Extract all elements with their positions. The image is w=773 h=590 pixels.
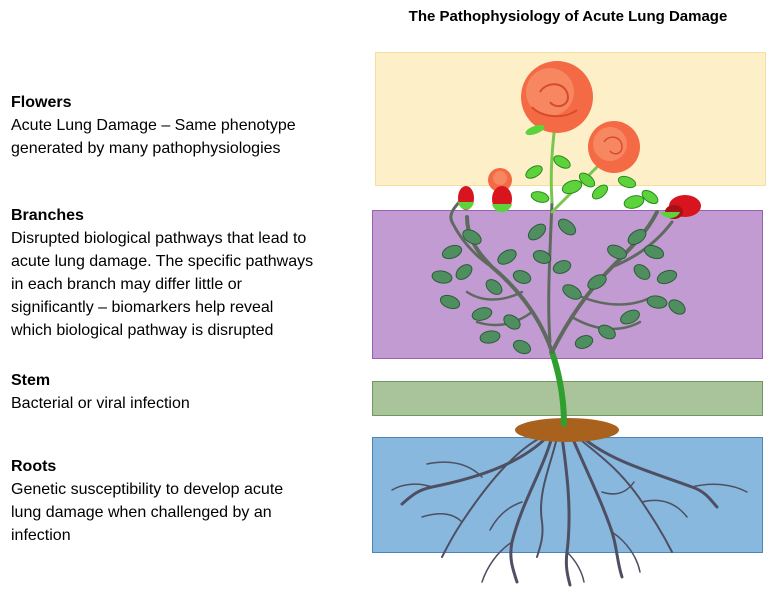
stem-heading: Stem [11,372,51,389]
roots-text-line: infection [11,527,71,544]
medium-rose [588,121,640,173]
branches-heading: Branches [11,207,84,224]
bright-leaves [525,155,659,209]
diagram-title: The Pathophysiology of Acute Lung Damage [408,8,728,25]
stem-text-line: Bacterial or viral infection [11,395,190,412]
flowers-section: Flowers Acute Lung Damage – Same phenoty… [11,91,361,160]
branches-text-line: which biological pathway is disrupted [11,322,274,339]
small-orange-rose [488,168,512,192]
flowers-text-line: generated by many pathophysiologies [11,140,281,157]
stem-band [372,381,763,416]
rose-flowers [458,61,701,219]
large-rose [521,61,593,136]
red-rosebuds [458,186,701,219]
flowers-heading: Flowers [11,94,72,111]
flowers-text-line: Acute Lung Damage – Same phenotype [11,117,296,134]
branches-text-line: significantly – biomarkers help reveal [11,299,274,316]
roots-text-line: lung damage when challenged by an [11,504,272,521]
rose-plant-illustration [391,61,748,587]
leaves [431,218,686,355]
roots-section: Roots Genetic susceptibility to develop … [11,455,361,547]
roots-heading: Roots [11,458,57,475]
roots-illustration [391,435,748,587]
roots-text-line: Genetic susceptibility to develop acute [11,481,284,498]
stem-section: Stem Bacterial or viral infection [11,369,361,415]
branches-text-line: acute lung damage. The specific pathways [11,253,314,270]
branches-section: Branches Disrupted biological pathways t… [11,204,361,342]
soil-mound [515,418,619,442]
branches-text-line: Disrupted biological pathways that lead … [11,230,307,247]
branches-text-line: in each branch may differ little or [11,276,242,293]
